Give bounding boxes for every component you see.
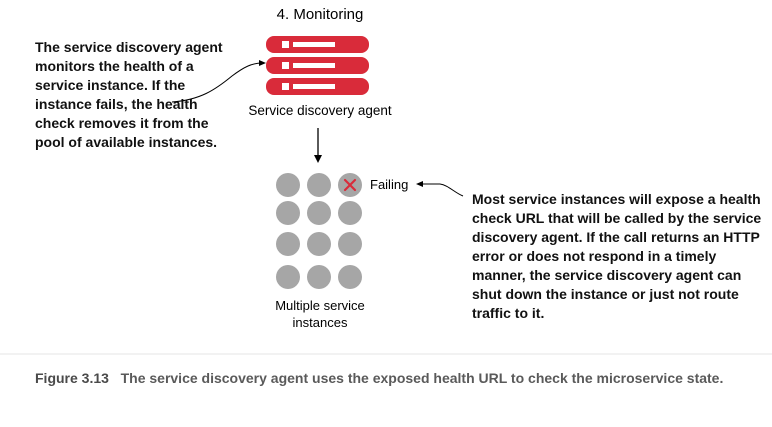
server-stack-icon xyxy=(266,36,369,95)
instance-grid xyxy=(276,173,362,289)
instance-circle xyxy=(307,232,331,256)
instance-circle xyxy=(338,265,362,289)
health-check-explanation: Most service instances will expose a hea… xyxy=(472,191,762,321)
instance-circle xyxy=(276,173,300,197)
right-note-pointer xyxy=(422,183,464,197)
instance-circle xyxy=(307,201,331,225)
left-note-pointer-head xyxy=(259,60,266,66)
agent-label: Service discovery agent xyxy=(248,103,392,118)
x-mark-icon xyxy=(343,178,357,192)
instance-circle xyxy=(276,232,300,256)
instance-circle xyxy=(307,265,331,289)
figure-number: Figure 3.13 xyxy=(35,370,109,386)
right-note-pointer-head xyxy=(416,181,423,187)
instance-circle xyxy=(338,232,362,256)
instance-circle xyxy=(276,265,300,289)
failing-label: Failing xyxy=(370,177,409,192)
instance-circle xyxy=(307,173,331,197)
monitoring-explanation: The service discovery agent monitors the… xyxy=(35,39,223,150)
left-note-pointer xyxy=(171,62,263,103)
caption-text: The service discovery agent uses the exp… xyxy=(120,370,724,386)
diagram-title: 4. Monitoring xyxy=(276,6,364,23)
figure-caption: Figure 3.13 The service discovery agent … xyxy=(35,368,735,388)
instance-circle xyxy=(276,201,300,225)
instances-label: Multiple service instances xyxy=(275,298,365,330)
instance-circle xyxy=(338,201,362,225)
agent-to-instances-arrowhead xyxy=(314,155,322,163)
